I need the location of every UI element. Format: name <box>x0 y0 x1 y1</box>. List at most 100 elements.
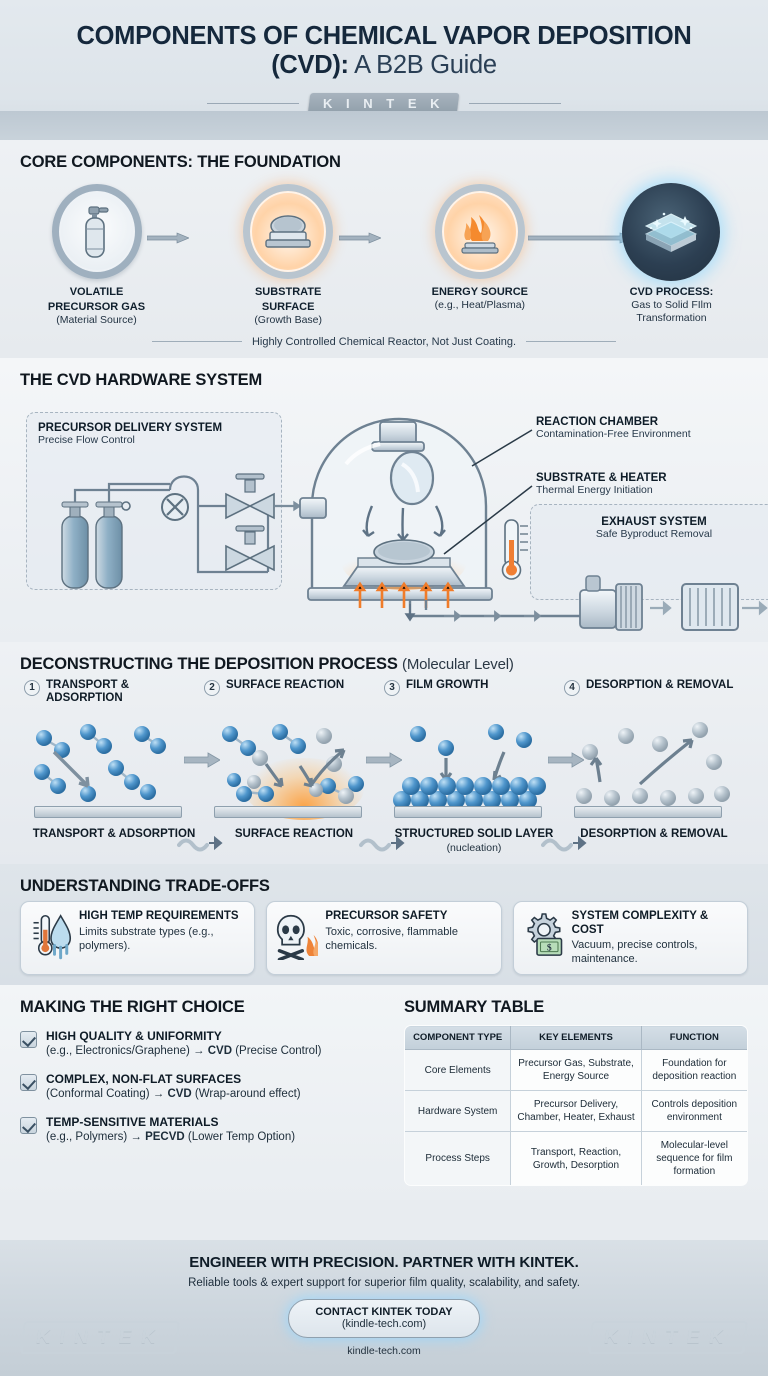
step-label-1: TRANSPORT & ADSORPTION <box>46 678 130 705</box>
process-foot-1: TRANSPORT & ADSORPTION <box>24 828 204 854</box>
process-step-header-1: 1 TRANSPORT & ADSORPTION <box>24 679 204 707</box>
choice-pre-2: (Conformal Coating) → <box>46 1088 168 1101</box>
choice-section-title: MAKING THE RIGHT CHOICE <box>20 998 245 1017</box>
core-label-3a: ENERGY SOURCE <box>431 285 528 298</box>
thermometer-melting-icon <box>33 914 72 960</box>
footer-subtitle: Reliable tools & expert support for supe… <box>188 1277 580 1289</box>
table-row: Process Steps Transport, Reaction, Growt… <box>405 1131 747 1186</box>
thermometer-icon <box>501 518 528 580</box>
precursor-delivery-sub: Precise Flow Control <box>38 433 135 446</box>
process-foot-title-3: STRUCTURED SOLID LAYER <box>394 828 554 841</box>
tradeoff-title-3: SYSTEM COMPLEXITY & COST <box>571 909 709 936</box>
contact-button-title: CONTACT KINTEK TODAY <box>315 1306 453 1318</box>
reaction-chamber-sub: Contamination-Free Environment <box>536 427 691 440</box>
tradeoff-card-safety[interactable]: PRECURSOR SAFETY Toxic, corrosive, flamm… <box>266 900 502 976</box>
viewport-window-icon <box>389 450 435 505</box>
thin-film-layers-icon <box>645 212 698 252</box>
stage-4-molecules <box>576 722 730 807</box>
core-label-1b: PRECURSOR GAS <box>47 301 146 314</box>
step-number-3: 3 <box>384 679 400 696</box>
step-number-1: 1 <box>24 679 40 696</box>
valve-icon-2 <box>225 524 275 571</box>
kintek-logo-text: K I N T E K <box>323 95 445 111</box>
page-header: COMPONENTS OF CHEMICAL VAPOR DEPOSITION … <box>0 0 768 141</box>
page-title-sub-light: A B2B Guide <box>348 51 497 80</box>
summary-r2c2: Precursor Delivery, Chamber, Heater, Exh… <box>510 1090 642 1133</box>
gas-flow-arrows <box>362 504 446 541</box>
tradeoffs-section-title: UNDERSTANDING TRADE-OFFS <box>20 876 270 895</box>
squiggle-arrow-1 <box>176 836 223 852</box>
tradeoff-card-complexity[interactable]: $ SYSTEM COMPLEXITY & COST Vacuum, preci… <box>512 900 748 976</box>
process-foot-3: STRUCTURED SOLID LAYER (nucleation) <box>384 828 564 854</box>
choice-summary-section: MAKING THE RIGHT CHOICE HIGH QUALITY & U… <box>0 985 768 1201</box>
choice-title-3: TEMP-SENSITIVE MATERIALS <box>46 1115 219 1130</box>
core-circle-1 <box>51 184 142 280</box>
core-sub-4: Gas to Solid FIlm Transformation <box>631 299 712 325</box>
core-footnote-line-right <box>526 341 617 343</box>
process-stage-3 <box>384 706 564 826</box>
choice-desc-2: (Conformal Coating) → CVD (Wrap-around e… <box>46 1087 301 1102</box>
choice-item-2: COMPLEX, NON-FLAT SURFACES (Conformal Co… <box>20 1072 388 1102</box>
core-components-row: VOLATILE PRECURSOR GAS (Material Source) <box>20 176 748 328</box>
table-row: Hardware System Precursor Delivery, Cham… <box>405 1090 747 1133</box>
choice-title-1: HIGH QUALITY & UNIFORMITY <box>46 1029 222 1044</box>
choice-item-1: HIGH QUALITY & UNIFORMITY (e.g., Electro… <box>20 1029 388 1059</box>
choice-desc-1: (e.g., Electronics/Graphene) → CVD (Prec… <box>46 1044 321 1059</box>
precursor-delivery-title: PRECURSOR DELIVERY SYSTEM <box>38 421 223 434</box>
step-label-2: SURFACE REACTION <box>226 678 345 691</box>
process-stage-1 <box>24 706 204 826</box>
checkbox-icon-3[interactable] <box>20 1117 37 1135</box>
stage-2-molecules <box>222 724 364 805</box>
process-section: DECONSTRUCTING THE DEPOSITION PROCESS (M… <box>0 641 768 864</box>
process-foot-2: SURFACE REACTION <box>204 828 384 854</box>
stage-1-molecules <box>34 724 166 803</box>
brand-bar: K I N T E K <box>30 92 738 115</box>
footer-ghost-logo-left: KINTEK <box>19 1321 181 1354</box>
checkbox-icon-1[interactable] <box>20 1031 37 1049</box>
choice-pre-1: (e.g., Electronics/Graphene) → <box>46 1045 208 1058</box>
core-arrow-1 <box>147 232 189 244</box>
tradeoffs-section: UNDERSTANDING TRADE-OFFS HIGH TEMP REQUI… <box>0 863 768 986</box>
exhaust-system-title: EXHAUST SYSTEM <box>601 515 707 528</box>
exhaust-system-sub: Safe Byproduct Removal <box>595 527 713 540</box>
process-stage-4 <box>564 706 744 826</box>
core-label-4a: CVD PROCESS: <box>629 285 714 298</box>
brand-divider-right <box>468 103 561 105</box>
reaction-chamber-labels: REACTION CHAMBER Contamination-Free Envi… <box>536 416 691 440</box>
contact-button[interactable]: CONTACT KINTEK TODAY (kindle-tech.com) <box>288 1299 480 1338</box>
summary-table: COMPONENT TYPE KEY ELEMENTS FUNCTION Cor… <box>404 1025 748 1187</box>
substrate-heater-labels: SUBSTRATE & HEATER Thermal Energy Initia… <box>536 472 667 496</box>
checkbox-icon-2[interactable] <box>20 1074 37 1092</box>
exhaust-system-box <box>530 503 768 600</box>
core-circle-2 <box>243 184 334 280</box>
tradeoff-card-high-temp[interactable]: HIGH TEMP REQUIREMENTS Limits substrate … <box>20 900 256 976</box>
process-step-header-4: 4 DESORPTION & REMOVAL <box>564 679 744 707</box>
tradeoff-cards: HIGH TEMP REQUIREMENTS Limits substrate … <box>20 900 748 976</box>
summary-r3c3: Molecular-level sequence for film format… <box>640 1131 747 1186</box>
stage-arrow-1 <box>183 752 220 768</box>
core-label-2b: SURFACE <box>261 301 315 314</box>
process-foot-title-1: TRANSPORT & ADSORPTION <box>32 828 196 841</box>
process-foot-title-2: SURFACE REACTION <box>234 828 354 841</box>
summary-r1c2: Precursor Gas, Substrate, Energy Source <box>510 1049 642 1092</box>
exhaust-flow-arrows <box>444 609 542 622</box>
core-circle-4 <box>622 182 721 281</box>
tradeoff-title-1: HIGH TEMP REQUIREMENTS <box>79 909 239 922</box>
core-item-precursor-gas: VOLATILE PRECURSOR GAS (Material Source) <box>34 180 189 328</box>
stage-arrow-3 <box>547 752 584 768</box>
gear-money-icon: $ <box>527 913 562 956</box>
stage-3-molecules <box>393 724 546 810</box>
summary-r3c1: Process Steps <box>405 1131 512 1186</box>
hardware-diagram: PRECURSOR DELIVERY SYSTEM Precise Flow C… <box>20 394 768 632</box>
process-step-header-3: 3 FILM GROWTH <box>384 679 564 707</box>
summary-r1c3: Foundation for deposition reaction <box>640 1049 747 1092</box>
precursor-delivery-labels: PRECURSOR DELIVERY SYSTEM Precise Flow C… <box>38 422 222 446</box>
substrate-heater-icon <box>342 538 466 587</box>
footer-title: ENGINEER WITH PRECISION. PARTNER WITH KI… <box>189 1254 579 1271</box>
gas-cylinders-icon <box>61 500 131 589</box>
footer-url: kindle-tech.com <box>347 1345 421 1357</box>
summary-r2c1: Hardware System <box>405 1090 512 1133</box>
summary-r1c1: Core Elements <box>405 1049 512 1092</box>
substrate-bar-4 <box>574 806 722 819</box>
squiggle-arrow-3 <box>540 836 587 852</box>
